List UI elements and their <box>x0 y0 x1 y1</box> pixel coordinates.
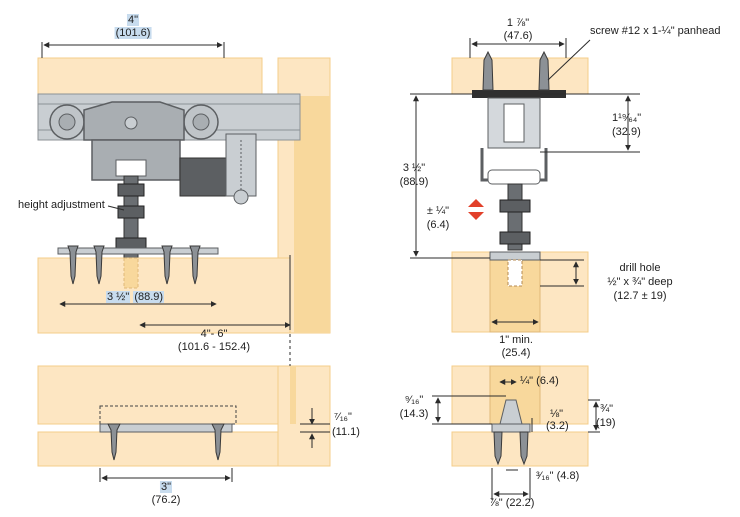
floor-guide-plate <box>99 423 233 433</box>
mounting-plate <box>57 247 219 255</box>
drill-hole-label-2: ½" x ¾" deep <box>607 276 673 288</box>
end-mounting-plate <box>489 251 541 261</box>
header-board <box>37 57 263 95</box>
dim-door-min-mm: (25.4) <box>501 347 531 359</box>
drill-hole-end <box>507 259 523 287</box>
left-bottom-view <box>37 334 331 482</box>
adjust-up-arrow <box>468 199 484 207</box>
dim-guide-height-in: ¾" <box>600 403 614 415</box>
plate-screws <box>67 245 201 285</box>
drill-hole-label-1: drill hole <box>619 262 661 274</box>
dim-top-width-in: 4" <box>126 14 140 26</box>
height-adjustment-label: height adjustment <box>18 199 105 211</box>
right-top-view <box>410 38 640 333</box>
door-panel-top <box>37 257 291 334</box>
top-screws <box>482 50 550 91</box>
dim-overall-height-in: 3 ½" <box>402 162 426 174</box>
dim-guide-depth-in: ⅛" <box>550 408 564 420</box>
adjust-nut-lower <box>117 205 145 219</box>
left-top-view <box>37 42 331 334</box>
trolley-wheel-right <box>183 104 219 140</box>
dim-gap-mm: (11.1) <box>332 426 360 438</box>
dim-guide-depth-mm: (3.2) <box>546 420 569 432</box>
dim-hanger-width-mm: (47.6) <box>503 30 533 42</box>
dim-gap-in: ⁷⁄₁₆" <box>334 411 352 423</box>
lock-nut <box>115 237 147 249</box>
guide-base <box>491 423 531 433</box>
dim-bracket-height-in: 1¹⁹⁄₆₄" <box>612 112 642 124</box>
dim-adjust-range-mm: (6.4) <box>426 219 450 231</box>
floor-board <box>37 431 279 467</box>
dim-guide-offset-in: ⁹⁄₁₆" <box>404 394 424 406</box>
dim-guide-height-mm: (19) <box>596 417 616 429</box>
trolley-wheel-left <box>49 104 85 140</box>
screw-spec-label: screw #12 x 1-¼" panhead <box>590 25 721 37</box>
right-bottom-view <box>432 365 600 500</box>
adjust-nut-upper <box>117 183 145 197</box>
door-panel-bottom <box>37 365 291 425</box>
wall-jamb-bottom <box>277 365 331 467</box>
floor-guide-screws <box>107 423 225 461</box>
dim-adjust-range-in: ± ¼" <box>426 205 450 217</box>
dim-guide-offset-mm: (14.3) <box>399 408 429 420</box>
damper-block <box>179 157 231 197</box>
dim-offset-mm: (101.6 - 152.4) <box>177 341 251 353</box>
dim-offset-in: 4"- 6" <box>200 328 228 340</box>
guide-screws <box>493 431 529 466</box>
dim-bracket-height-mm: (32.9) <box>612 126 641 138</box>
dim-guide-pin: ³⁄₁₆" (4.8) <box>536 470 580 482</box>
dim-overall-height-mm: (88.9) <box>399 176 429 188</box>
dim-guide-slot: ¼" (6.4) <box>520 375 559 387</box>
dim-plate-width: 3 ½" (88.9) <box>106 291 165 303</box>
drill-hole-label-3: (12.7 ± 19) <box>613 290 667 302</box>
drill-hole-left <box>123 257 139 289</box>
dim-hanger-width-in: 1 ⅞" <box>506 17 530 29</box>
header-end <box>451 57 589 95</box>
dim-top-width-mm: (101.6) <box>114 27 152 39</box>
dim-guide-width: ⅞" (22.2) <box>489 497 535 509</box>
dim-bottom-width-in: 3" <box>159 481 173 493</box>
adjust-down-arrow <box>468 212 484 220</box>
track-mount-plate <box>472 90 566 98</box>
dim-door-min-in: 1" min. <box>499 334 533 346</box>
hanger-cap <box>115 159 147 177</box>
dim-bottom-width-mm: (76.2) <box>151 494 181 506</box>
